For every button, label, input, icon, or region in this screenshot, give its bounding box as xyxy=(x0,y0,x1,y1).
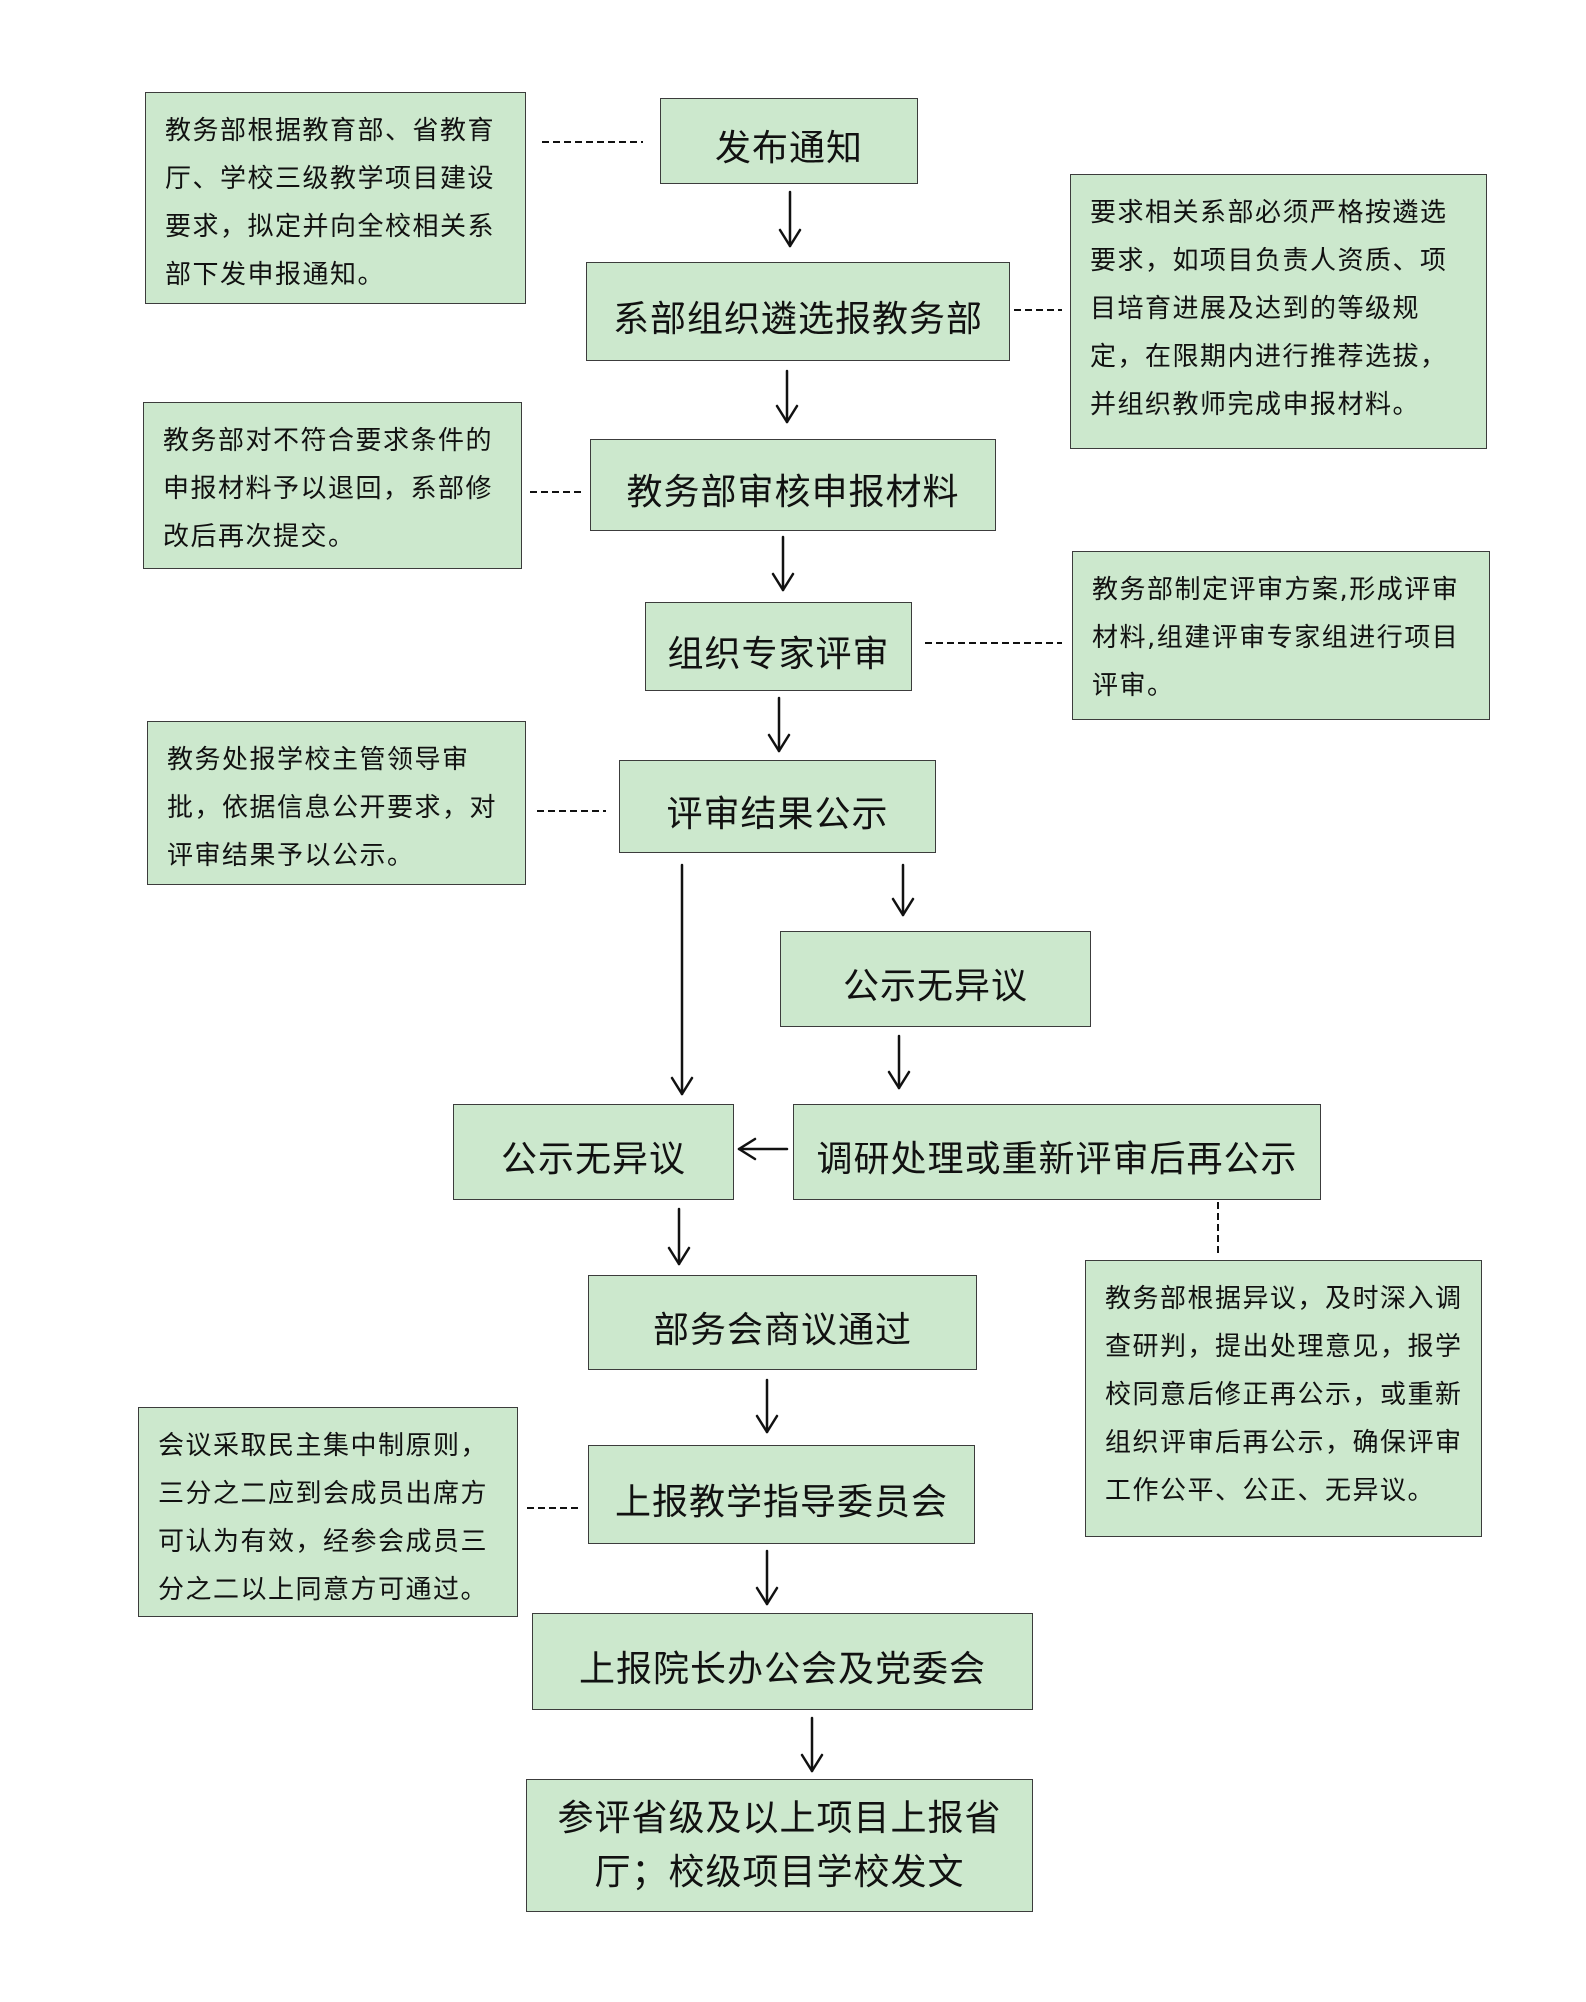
arrow-publish-to-dept-select xyxy=(778,190,802,248)
step-no-objection-left: 公示无异议 xyxy=(453,1104,734,1200)
note-result-publicity: 教务处报学校主管领导审 批，依据信息公开要求，对 评审结果予以公示。 xyxy=(147,721,526,885)
note-line: 目培育进展及达到的等级规 xyxy=(1090,294,1421,324)
note-expert-review: 教务部制定评审方案,形成评审 材料,组建评审专家组进行项目 评审。 xyxy=(1072,551,1490,720)
arrow-dept-select-to-review xyxy=(775,369,799,424)
note-line: 三分之二应到会成员出席方 xyxy=(158,1479,489,1509)
note-review-materials: 教务部对不符合要求条件的 申报材料予以退回，系部修 改后再次提交。 xyxy=(143,402,522,569)
note-line: 教务处报学校主管领导审 xyxy=(167,745,470,775)
step-review-materials: 教务部审核申报材料 xyxy=(590,439,996,531)
step-dept-selection: 系部组织遴选报教务部 xyxy=(586,262,1010,361)
note-line: 并组织教师完成申报材料。 xyxy=(1090,390,1421,420)
note-teaching-committee: 会议采取民主集中制原则， 三分之二应到会成员出席方 可认为有效，经参会成员三 分… xyxy=(138,1407,518,1617)
note-line: 教务部根据异议，及时深入调 xyxy=(1105,1284,1463,1314)
arrow-no-objection-to-dept-meeting xyxy=(667,1207,691,1266)
note-line: 教务部根据教育部、省教育 xyxy=(165,116,496,146)
note-line: 厅、学校三级教学项目建设 xyxy=(165,164,496,194)
step-final-submission: 参评省级及以上项目上报省 厅；校级项目学校发文 xyxy=(526,1779,1033,1912)
note-line: 分之二以上同意方可通过。 xyxy=(158,1575,489,1605)
note-line: 评审结果予以公示。 xyxy=(167,841,415,871)
arrow-publicity-to-no-objection-right xyxy=(891,863,915,917)
arrow-committee-to-president xyxy=(755,1549,779,1606)
arrow-publicity-to-no-objection-left xyxy=(670,863,694,1096)
note-publish-notice: 教务部根据教育部、省教育 厅、学校三级教学项目建设 要求，拟定并向全校相关系 部… xyxy=(145,92,526,304)
note-line: 查研判，提出处理意见，报学 xyxy=(1105,1332,1463,1362)
arrow-president-to-final xyxy=(800,1716,824,1773)
final-step-line: 厅；校级项目学校发文 xyxy=(594,1851,965,1893)
step-no-objection-right: 公示无异议 xyxy=(780,931,1091,1027)
note-line: 批，依据信息公开要求，对 xyxy=(167,793,498,823)
step-result-publicity: 评审结果公示 xyxy=(619,760,936,853)
step-investigate-republish: 调研处理或重新评审后再公示 xyxy=(793,1104,1321,1200)
note-line: 组织评审后再公示，确保评审 xyxy=(1105,1428,1463,1458)
step-teaching-committee: 上报教学指导委员会 xyxy=(588,1445,975,1544)
note-line: 申报材料予以退回，系部修 xyxy=(163,474,494,504)
note-line: 要求，如项目负责人资质、项 xyxy=(1090,246,1448,276)
note-line: 教务部制定评审方案,形成评审 xyxy=(1092,575,1460,605)
note-line: 材料,组建评审专家组进行项目 xyxy=(1092,623,1460,653)
note-dept-selection: 要求相关系部必须严格按遴选 要求，如项目负责人资质、项 目培育进展及达到的等级规… xyxy=(1070,174,1487,449)
arrow-dept-meeting-to-committee xyxy=(755,1378,779,1434)
note-investigate-republish: 教务部根据异议，及时深入调 查研判，提出处理意见，报学 校同意后修正再公示，或重… xyxy=(1085,1260,1482,1537)
note-line: 会议采取民主集中制原则， xyxy=(158,1431,489,1461)
note-line: 教务部对不符合要求条件的 xyxy=(163,426,494,456)
arrow-investigate-to-no-objection-left xyxy=(737,1137,789,1161)
note-line: 工作公平、公正、无异议。 xyxy=(1105,1476,1436,1506)
note-line: 要求，拟定并向全校相关系 xyxy=(165,212,496,242)
arrow-expert-to-publicity xyxy=(767,696,791,753)
step-president-party-meeting: 上报院长办公会及党委会 xyxy=(532,1613,1033,1710)
arrow-no-objection-right-to-investigate xyxy=(887,1034,911,1090)
note-line: 评审。 xyxy=(1092,671,1175,701)
note-line: 要求相关系部必须严格按遴选 xyxy=(1090,198,1448,228)
step-expert-review: 组织专家评审 xyxy=(645,602,912,691)
note-line: 校同意后修正再公示，或重新 xyxy=(1105,1380,1463,1410)
step-publish-notice: 发布通知 xyxy=(660,98,918,184)
note-line: 部下发申报通知。 xyxy=(165,260,386,290)
note-line: 改后再次提交。 xyxy=(163,522,356,552)
step-dept-meeting: 部务会商议通过 xyxy=(588,1275,977,1370)
final-step-line: 参评省级及以上项目上报省 xyxy=(557,1797,1002,1839)
arrow-review-to-expert xyxy=(771,535,795,592)
note-line: 可认为有效，经参会成员三 xyxy=(158,1527,489,1557)
note-line: 定，在限期内进行推荐选拔， xyxy=(1090,342,1448,372)
